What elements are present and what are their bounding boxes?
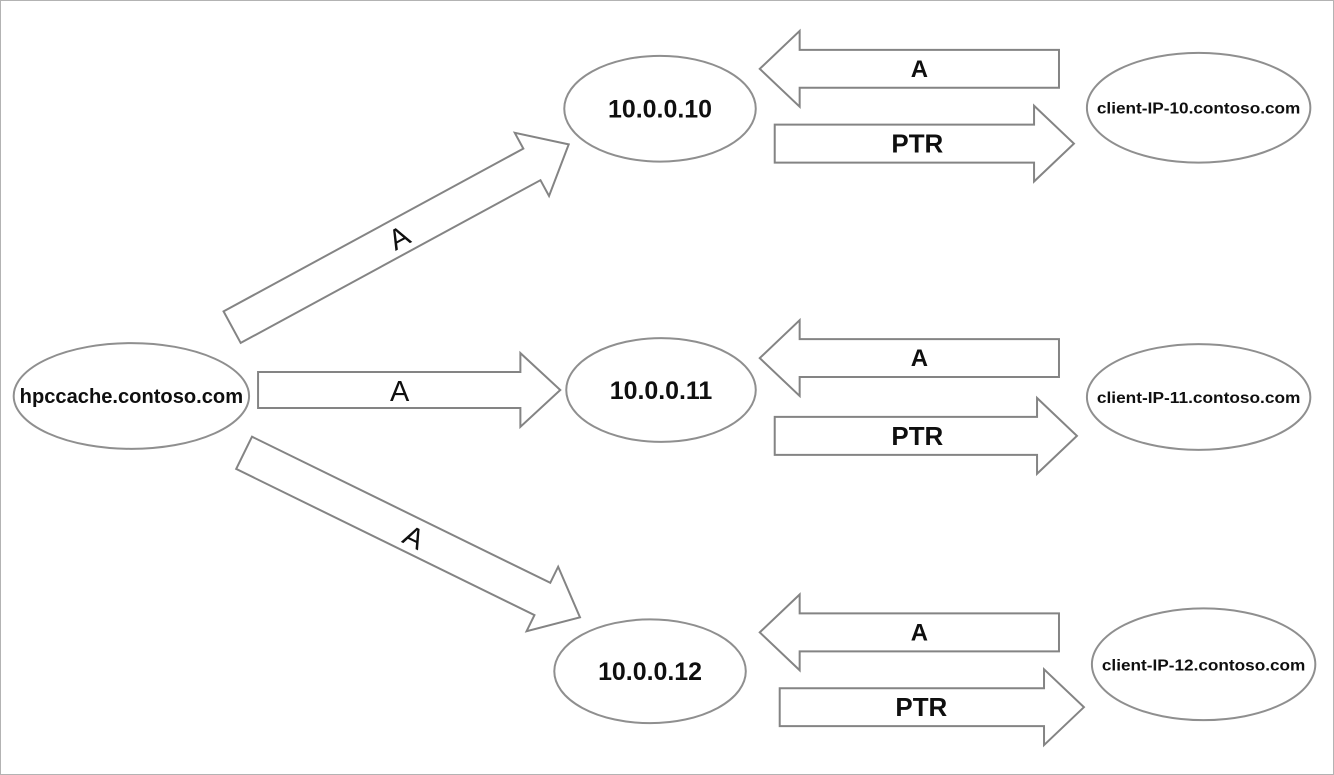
block-arrow-left-icon — [758, 28, 1060, 110]
ip-node-ellipse — [553, 618, 747, 725]
forward-ptr-arrow: PTR — [773, 395, 1079, 477]
block-arrow-left-icon — [758, 317, 1060, 399]
forward-ptr-arrow-label: PTR — [895, 694, 947, 722]
client-node-label: client-IP-10.contoso.com — [1097, 101, 1300, 118]
reverse-a-arrow-label: A — [911, 619, 928, 646]
a-record-arrow-to-ip10: A — [222, 131, 571, 345]
block-arrow-left-icon — [758, 592, 1060, 673]
reverse-a-arrow: A — [758, 28, 1060, 110]
row-ip12: 10.0.0.12 A PTR client-IP-12.contoso.com — [553, 592, 1317, 748]
ip-node-ellipse — [563, 54, 757, 163]
client-node-label: client-IP-12.contoso.com — [1102, 657, 1305, 674]
client-node-ellipse — [1085, 343, 1312, 451]
forward-ptr-arrow-label: PTR — [891, 131, 943, 159]
row-ip11: 10.0.0.11 A PTR client-IP-11.contoso.com — [565, 317, 1312, 477]
a-record-arrow-to-ip11: A — [257, 350, 562, 430]
forward-ptr-arrow: PTR — [773, 103, 1076, 184]
source-node-ellipse — [12, 342, 251, 450]
forward-ptr-arrow-label: PTR — [891, 423, 943, 451]
ip-node-label: 10.0.0.12 — [598, 658, 702, 686]
reverse-a-arrow-label: A — [911, 345, 928, 372]
source-node-group: hpccache.contoso.com — [12, 342, 251, 450]
reverse-a-arrow: A — [758, 317, 1060, 399]
block-arrow-right-icon — [778, 666, 1086, 748]
block-arrow-icon — [257, 350, 562, 430]
ip-node-ellipse — [565, 337, 757, 443]
block-arrow-right-icon — [773, 395, 1079, 477]
row-ip10: 10.0.0.10 A PTR client-IP-10.contoso.com — [563, 28, 1312, 184]
block-arrow-right-icon — [773, 103, 1076, 184]
block-arrow-icon — [222, 131, 571, 345]
client-node-ellipse — [1090, 607, 1317, 722]
a-record-arrow-to-ip12: A — [234, 435, 582, 633]
ip-node-label: 10.0.0.10 — [608, 96, 712, 124]
reverse-a-arrow-label: A — [911, 56, 928, 83]
ip-node-label: 10.0.0.11 — [610, 377, 713, 405]
block-arrow-icon — [234, 435, 582, 633]
a-record-arrow-label: A — [390, 376, 410, 408]
client-node-ellipse — [1085, 51, 1312, 164]
source-node-label: hpccache.contoso.com — [20, 386, 243, 408]
forward-ptr-arrow: PTR — [778, 666, 1086, 748]
client-node-label: client-IP-11.contoso.com — [1097, 390, 1300, 407]
reverse-a-arrow: A — [758, 592, 1060, 673]
